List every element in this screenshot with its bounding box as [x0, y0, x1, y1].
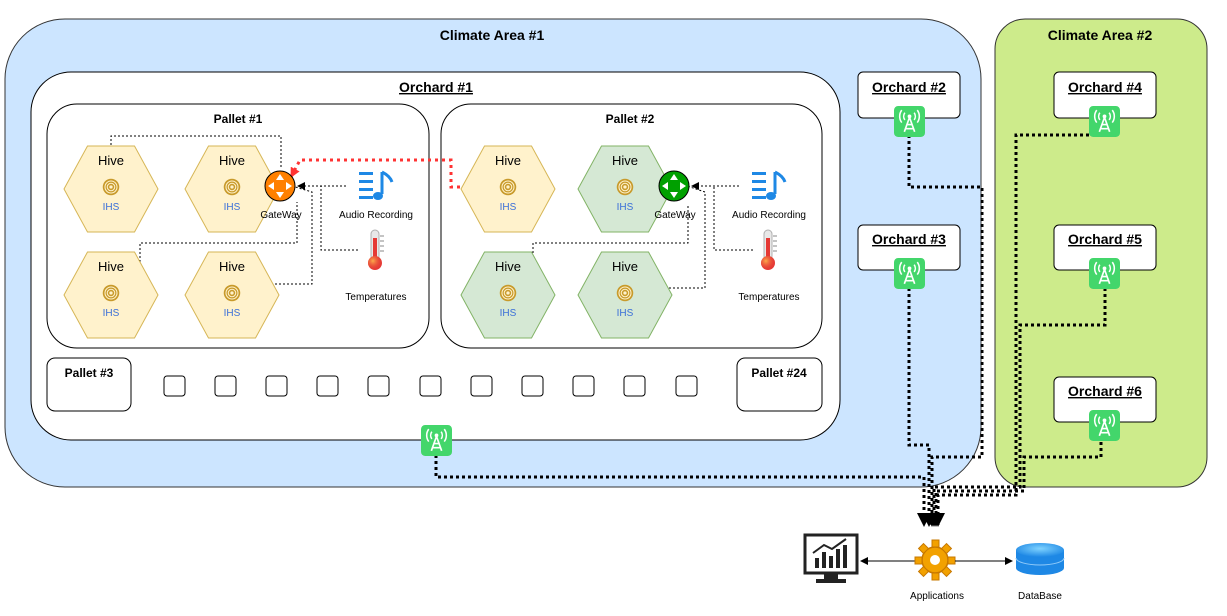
gateway-icon: [662, 174, 686, 198]
pallet-placeholder: [521, 375, 544, 397]
antenna-icon: [1089, 106, 1120, 137]
database-icon: [1015, 543, 1065, 575]
pallet-placeholder: [470, 375, 493, 397]
ihs-label: IHS: [500, 202, 517, 213]
pallet-placeholder: [163, 375, 186, 397]
pallet-placeholder: [419, 375, 442, 397]
hive-label: Hive: [219, 153, 245, 168]
temp-label-1: Temperatures: [345, 292, 406, 303]
antenna-icon: [1089, 410, 1120, 441]
ihs-label: IHS: [224, 308, 241, 319]
pallet-placeholder: [214, 375, 237, 397]
pallet-2-label: Pallet #2: [606, 112, 655, 126]
hive-label: Hive: [98, 259, 124, 274]
ihs-label: IHS: [103, 308, 120, 319]
pallet-24-label: Pallet #24: [751, 366, 807, 380]
hive-group: HiveIHSHiveIHSHiveIHSHiveIHSHiveIHSHiveI…: [63, 145, 673, 339]
hive-label: Hive: [495, 153, 521, 168]
gateway-2-label: GateWay: [654, 210, 695, 221]
pallet-placeholders: [163, 375, 698, 397]
ihs-label: IHS: [617, 308, 634, 319]
uplink-lines: [434, 133, 1107, 527]
monitor-chart-icon: [803, 533, 859, 583]
hive-label: Hive: [612, 259, 638, 274]
ihs-sensor-icon: [616, 178, 634, 196]
ihs-sensor-icon: [102, 284, 120, 302]
ihs-sensor-icon: [102, 178, 120, 196]
orchard-4-label: Orchard #4: [1068, 79, 1142, 95]
ihs-label: IHS: [617, 202, 634, 213]
ihs-label: IHS: [224, 202, 241, 213]
climate-area-1-label: Climate Area #1: [440, 27, 545, 43]
orchard-1-label: Orchard #1: [399, 79, 473, 95]
orchard-3-label: Orchard #3: [872, 231, 946, 247]
ihs-sensor-icon: [616, 284, 634, 302]
antenna-icon: [894, 106, 925, 137]
hive-label: Hive: [612, 153, 638, 168]
audio-label-2: Audio Recording: [732, 210, 806, 221]
ihs-label: IHS: [103, 202, 120, 213]
pallet-placeholder: [675, 375, 698, 397]
pallet-24-box: [736, 357, 823, 412]
ihs-sensor-icon: [223, 178, 241, 196]
climate-area-2-label: Climate Area #2: [1048, 27, 1153, 43]
pallet-placeholder: [265, 375, 288, 397]
pallet-placeholder: [367, 375, 390, 397]
hive-label: Hive: [98, 153, 124, 168]
pallet-3-label: Pallet #3: [65, 366, 114, 380]
audio-label-1: Audio Recording: [339, 210, 413, 221]
orchard-2-label: Orchard #2: [872, 79, 946, 95]
antenna-icon: [1089, 258, 1120, 289]
pallet-placeholder: [316, 375, 339, 397]
ihs-sensor-icon: [223, 284, 241, 302]
pallet-placeholder: [623, 375, 646, 397]
gateway-icon: [268, 174, 292, 198]
database-label: DataBase: [1018, 591, 1062, 602]
pallet-1-label: Pallet #1: [214, 112, 263, 126]
orchard-6-label: Orchard #6: [1068, 383, 1142, 399]
pallet-placeholder: [572, 375, 595, 397]
temp-label-2: Temperatures: [738, 292, 799, 303]
ihs-label: IHS: [500, 308, 517, 319]
hive-label: Hive: [219, 259, 245, 274]
pallet-3-box: [46, 357, 132, 412]
ihs-sensor-icon: [499, 284, 517, 302]
ihs-sensor-icon: [499, 178, 517, 196]
antenna-icon: [421, 425, 452, 456]
antenna-icon: [894, 258, 925, 289]
gateway-2: GateWay: [654, 170, 696, 221]
hive-label: Hive: [495, 259, 521, 274]
orchard-5-label: Orchard #5: [1068, 231, 1142, 247]
gateway-1: GateWay: [260, 170, 302, 221]
gear-icon: [914, 539, 956, 581]
applications-label: Applications: [910, 591, 964, 602]
gateway-1-label: GateWay: [260, 210, 301, 221]
